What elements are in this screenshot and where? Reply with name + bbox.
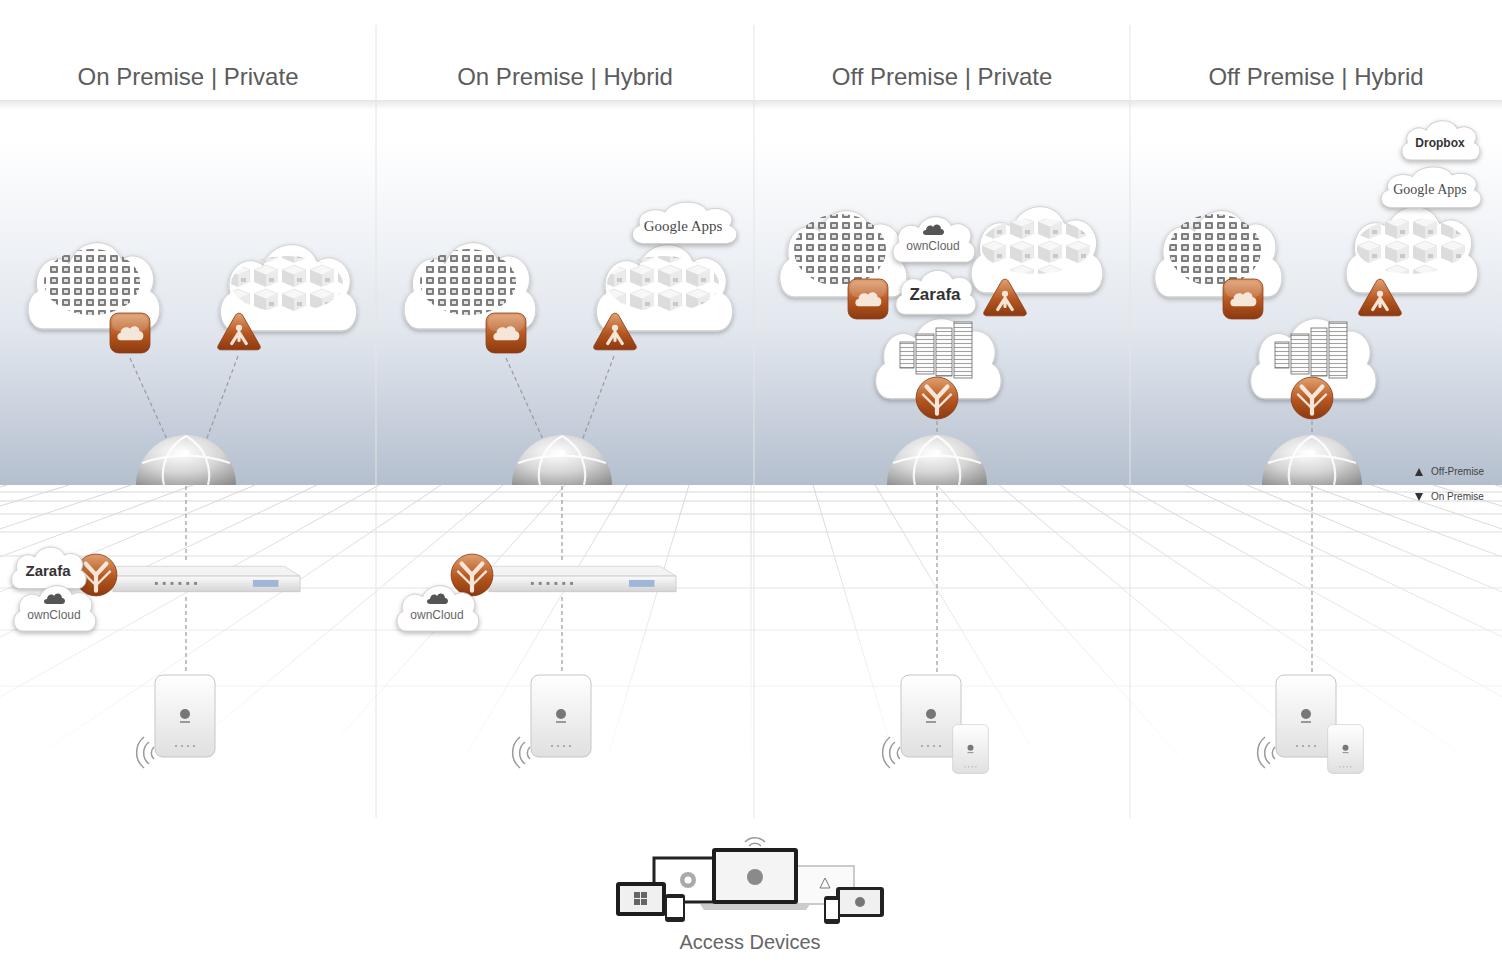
column-heading: Off Premise | Private: [754, 62, 1130, 92]
heading-text: On Premise | Private: [78, 63, 299, 90]
service-cloud: ownCloud: [392, 578, 482, 637]
service-logo: [426, 591, 448, 605]
column-heading: On Premise | Private: [0, 62, 376, 92]
service-name: Google Apps: [1375, 182, 1485, 199]
heading-text: Off Premise | Private: [832, 63, 1053, 90]
on-premise-private-scene: [28, 243, 356, 768]
service-name: Dropbox: [1397, 136, 1483, 150]
access-devices-illustration: [616, 838, 884, 924]
legend-down-marker: [1415, 493, 1423, 501]
label-text: Access Devices: [679, 931, 820, 953]
off-premise-hybrid-scene: [1155, 207, 1478, 774]
service-cloud: ownCloud: [888, 209, 978, 268]
column-panel: On Premise | PrivateZarafa ownCloud: [0, 0, 376, 815]
service-name: ownCloud: [392, 608, 482, 622]
legend-up-marker: [1415, 468, 1423, 476]
cloud-outline: [888, 209, 978, 268]
service-name: Zarafa: [7, 562, 89, 580]
column-panel: On Premise | HybridGoogle Apps ownCloud: [376, 0, 754, 815]
service-name: ownCloud: [888, 239, 978, 253]
service-cloud: Dropbox: [1397, 114, 1483, 165]
on-premise-hybrid-scene: [404, 243, 732, 768]
service-logo: [43, 591, 65, 605]
service-name: Zarafa: [891, 285, 979, 305]
service-name: ownCloud: [9, 608, 99, 622]
column-heading: On Premise | Hybrid: [376, 62, 754, 92]
legend-entry: Off-Premise: [1431, 466, 1484, 478]
service-cloud: ownCloud: [9, 578, 99, 637]
cloud-outline: [9, 578, 99, 637]
column-divider: [376, 25, 1130, 818]
service-cloud: Zarafa: [7, 540, 89, 594]
legend-text: Off-Premise: [1431, 466, 1484, 477]
heading-text: Off Premise | Hybrid: [1208, 63, 1423, 90]
legend-entry: On Premise: [1431, 491, 1484, 503]
caption-label: Access Devices: [600, 929, 900, 955]
service-cloud: Google Apps: [626, 195, 741, 249]
service-name: Google Apps: [626, 217, 741, 235]
service-logo: [922, 222, 944, 236]
column-panel: Off Premise | HybridDropboxGoogle Apps: [1130, 0, 1502, 815]
service-cloud: Zarafa: [891, 263, 979, 320]
legend-text: On Premise: [1431, 491, 1484, 502]
column-panel: Off Premise | Private ownCloudZarafa: [754, 0, 1130, 815]
cloud-outline: [392, 578, 482, 637]
service-cloud: Google Apps: [1375, 160, 1485, 213]
off-premise-private-scene: [780, 207, 1103, 774]
column-heading: Off Premise | Hybrid: [1130, 62, 1502, 92]
heading-text: On Premise | Hybrid: [457, 63, 673, 90]
header-shade: [0, 100, 1502, 110]
